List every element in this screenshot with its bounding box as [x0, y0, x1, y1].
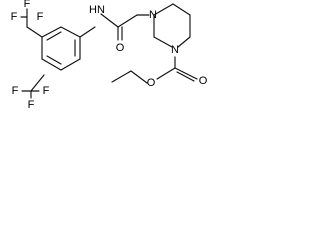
top-trifluoromethyl-group: [20, 8, 43, 38]
chemical-structure-diagram: F F F F F F H N O N N O O: [11, 0, 208, 111]
atom-f-bottom-3: F: [43, 85, 50, 97]
ring-inner-double-1: [46, 31, 62, 41]
atom-f-bottom-2: F: [28, 99, 35, 111]
atom-amide-h: H: [89, 4, 97, 16]
bond-carbamate-carbon-to-ether-o: [156, 67, 176, 80]
piperazine-bond-2: [172, 3, 191, 16]
bond-ethyl-ch2-ch3: [111, 70, 132, 83]
atom-amide-o: O: [116, 42, 125, 54]
bond-carbonyl-carbon-to-ch2: [117, 14, 138, 28]
atom-f-top-1: F: [11, 11, 18, 23]
atom-ester-o-carbonyl: O: [199, 75, 208, 87]
piperazine-bond-6: [177, 36, 191, 48]
bond-ether-o-to-ch2: [130, 70, 148, 84]
bond-ring-to-nh: [79, 26, 96, 38]
piperazine-bond-1: [153, 3, 174, 16]
carbamate-carbonyl-double-bond-outer: [174, 67, 198, 80]
atom-f-top-3: F: [37, 11, 44, 23]
atom-piperazine-n-1: N: [149, 9, 157, 21]
atom-amide-n: N: [97, 4, 105, 16]
piperazine-bond-4: [153, 36, 173, 48]
atom-f-bottom-1: F: [12, 85, 19, 97]
atom-f-top-2: F: [24, 0, 31, 10]
ring-inner-double-3: [46, 55, 62, 65]
ring-bond-1: [41, 26, 62, 38]
ring-bond-2: [60, 26, 81, 38]
bond-cf3-to-ring-top: [26, 26, 43, 38]
ethyl-carbamate-group: [111, 56, 198, 84]
benzene-ring: [41, 26, 81, 71]
piperazine-ring: [153, 3, 191, 48]
atom-piperazine-n-2: N: [171, 44, 179, 56]
bond-cf3-to-ring-bottom: [30, 74, 45, 92]
carbamate-carbonyl-double-bond-inner: [176, 71, 195, 82]
ring-bond-4: [60, 58, 81, 71]
amide-linker: [79, 13, 150, 41]
bottom-trifluoromethyl-group: [21, 74, 45, 99]
atom-ester-o-ether: O: [147, 77, 156, 89]
ring-bond-5: [41, 58, 62, 71]
bond-nh-to-carbonyl-carbon: [100, 13, 119, 28]
